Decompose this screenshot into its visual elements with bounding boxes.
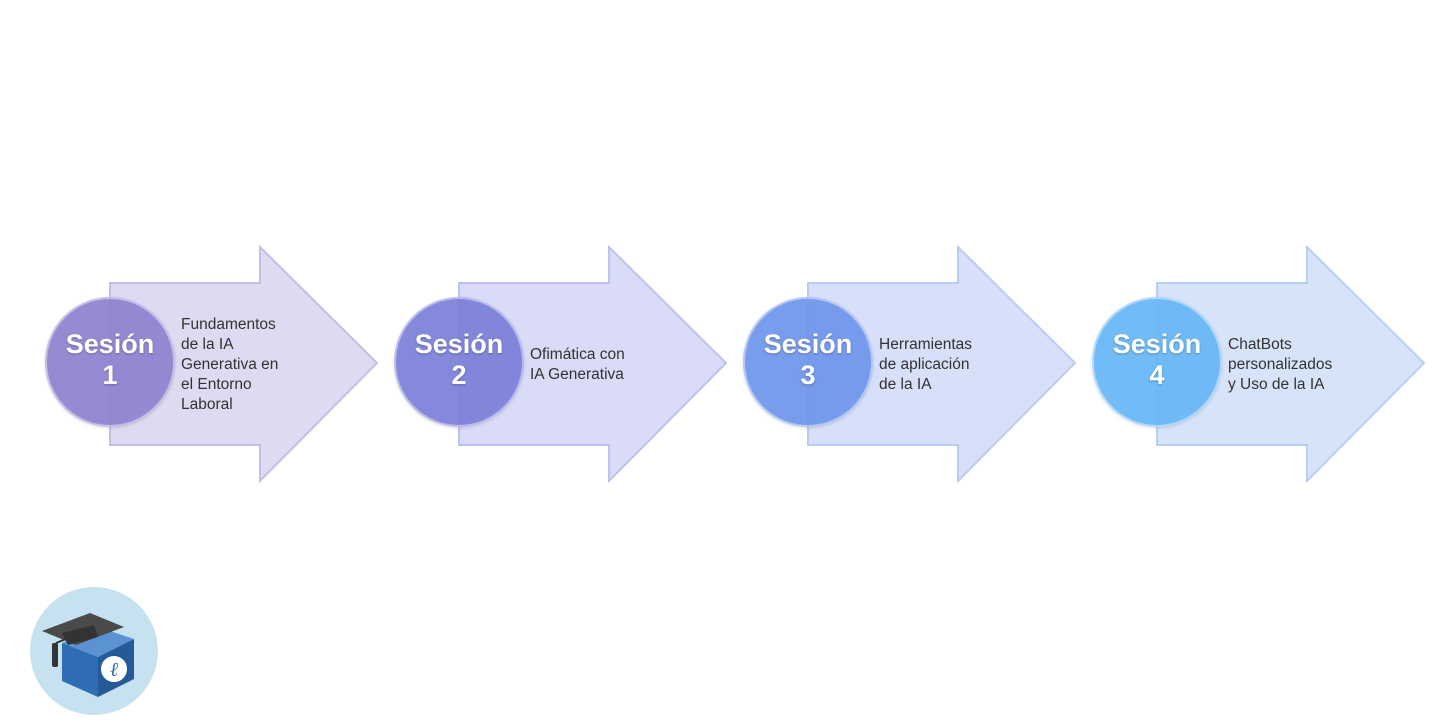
session-circle <box>1092 297 1222 427</box>
box-top <box>62 627 134 657</box>
session-number: 1 <box>102 360 118 390</box>
description-line: el Entorno <box>181 376 252 393</box>
cap-base <box>62 625 98 645</box>
description-line: ChatBots <box>1228 336 1292 353</box>
session-description: ChatBots personalizados y Uso de la IA <box>1228 335 1358 395</box>
session-word: Sesión <box>763 329 853 359</box>
session-circle <box>743 297 873 427</box>
at-sign-ring <box>99 654 129 684</box>
description-line: IA Generativa <box>530 366 624 383</box>
session-number: 2 <box>451 360 467 390</box>
arrow-body <box>458 244 728 484</box>
step-session-4: Sesión 4 ChatBots personalizados y Uso d… <box>1092 244 1432 485</box>
session-word: Sesión <box>414 329 504 359</box>
arrow-body <box>1156 244 1426 484</box>
session-description: Herramientas de aplicación de la IA <box>879 335 1009 395</box>
description-line: Herramientas <box>879 336 973 353</box>
cap-tassel <box>52 643 58 667</box>
description-line: y Uso de la IA <box>1228 376 1325 393</box>
cap-tassel-cord <box>55 634 77 644</box>
description-line: de la IA <box>879 376 932 393</box>
description-line: Ofimática con <box>530 346 625 363</box>
description-line: Generativa en <box>181 356 279 373</box>
arrow-shape <box>109 244 379 484</box>
session-description: Fundamentos de la IA Generativa en el En… <box>181 315 311 415</box>
arrow-shape <box>1156 244 1426 484</box>
arrow-shape <box>807 244 1077 484</box>
description-line: Fundamentos <box>181 316 276 333</box>
session-word: Sesión <box>65 329 155 359</box>
description-line: Laboral <box>181 396 233 413</box>
arrow-shape <box>458 244 728 484</box>
session-circle <box>394 297 524 427</box>
at-sign: ℓ <box>110 657 119 681</box>
session-number: 4 <box>1149 360 1165 390</box>
step-session-2: Sesión 2 Ofimática con IA Generativa <box>394 244 734 485</box>
session-label: Sesión 2 <box>394 329 524 391</box>
session-word: Sesión <box>1112 329 1202 359</box>
session-label: Sesión 3 <box>743 329 873 391</box>
step-session-3: Sesión 3 Herramientas de aplicación de l… <box>743 244 1083 485</box>
arrow-body <box>109 244 379 484</box>
graduation-cap-box-icon: ℓ <box>28 585 160 717</box>
description-line: personalizados <box>1228 356 1333 373</box>
description-line: de la IA <box>181 336 234 353</box>
session-label: Sesión 4 <box>1092 329 1222 391</box>
session-label: Sesión 1 <box>45 329 175 391</box>
box-left-face <box>62 643 98 697</box>
session-number: 3 <box>800 360 816 390</box>
step-session-1: Sesión 1 Fundamentos de la IA Generativa… <box>45 244 385 485</box>
description-line: de aplicación <box>879 356 970 373</box>
session-description: Ofimática con IA Generativa <box>530 345 660 385</box>
session-circle <box>45 297 175 427</box>
arrow-body <box>807 244 1077 484</box>
